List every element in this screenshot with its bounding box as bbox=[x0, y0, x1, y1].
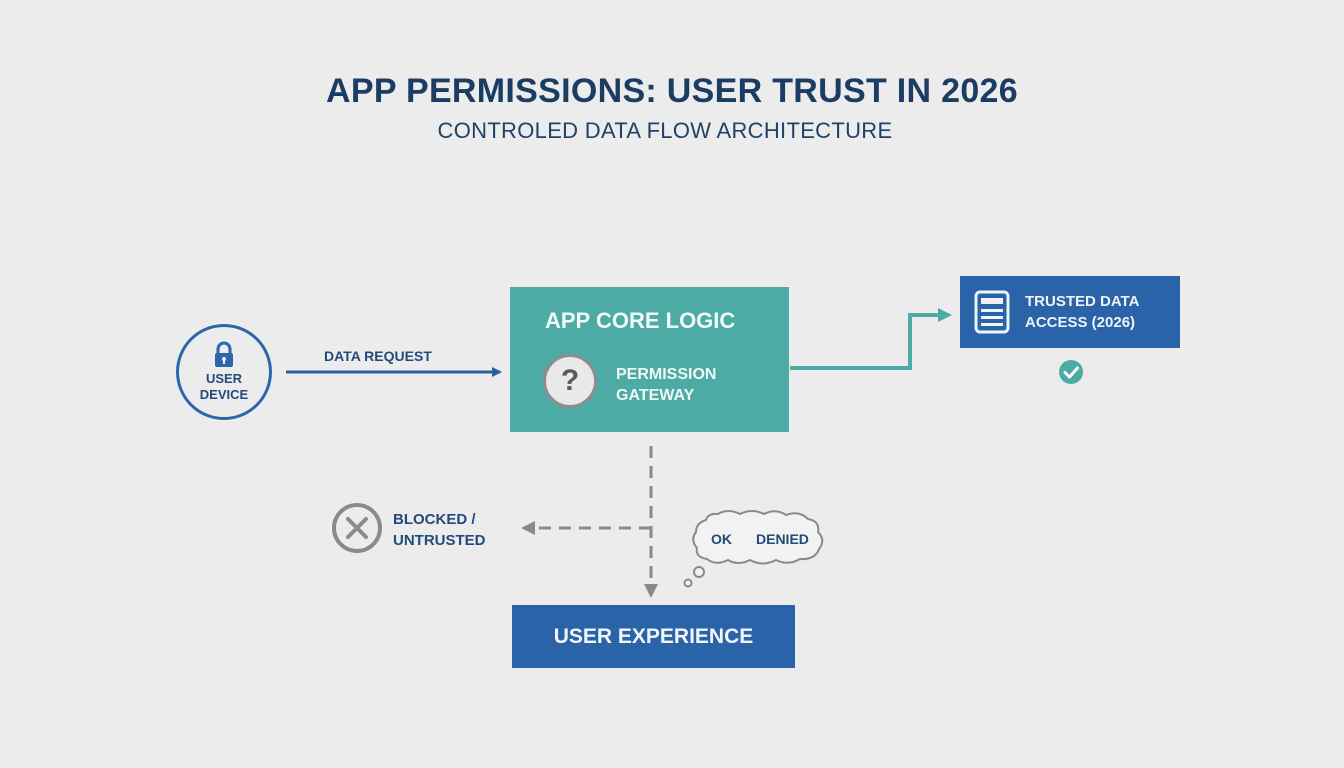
permission-gateway-line2: GATEWAY bbox=[616, 387, 695, 404]
blocked-untrusted-line1: BLOCKED / bbox=[393, 511, 476, 528]
diagram-subtitle: CONTROLED DATA FLOW ARCHITECTURE bbox=[437, 118, 893, 143]
thought-bubble bbox=[683, 510, 824, 588]
trusted-data-access-line2: ACCESS (2026) bbox=[1025, 314, 1136, 331]
user-device-label-line1: USER bbox=[205, 371, 243, 386]
check-circle-icon bbox=[1059, 360, 1083, 384]
blocked-untrusted-line2: UNTRUSTED bbox=[393, 532, 486, 549]
app-core-logic-title: APP CORE LOGIC bbox=[545, 308, 736, 333]
user-device-label: USER DEVICE bbox=[176, 371, 272, 403]
permission-gateway-label: PERMISSION GATEWAY bbox=[616, 364, 716, 406]
lock-icon bbox=[215, 341, 233, 367]
thought-ok-label: OK bbox=[711, 531, 732, 547]
user-device-node bbox=[176, 324, 272, 420]
question-icon: ? bbox=[543, 354, 597, 408]
diagram-title: APP PERMISSIONS: USER TRUST IN 2026 bbox=[326, 72, 1018, 110]
permission-gateway-line1: PERMISSION bbox=[616, 366, 717, 383]
blocked-untrusted-label: BLOCKED / UNTRUSTED bbox=[393, 509, 486, 551]
data-request-label: DATA REQUEST bbox=[324, 348, 432, 364]
trusted-data-access-line1: TRUSTED DATA bbox=[1025, 293, 1140, 310]
thought-denied-label: DENIED bbox=[756, 531, 809, 547]
trusted-data-access-box bbox=[960, 276, 1180, 348]
trusted-data-access-label: TRUSTED DATA ACCESS (2026) bbox=[1025, 291, 1139, 333]
x-circle-icon bbox=[332, 503, 382, 553]
trusted-access-arrow bbox=[790, 308, 952, 370]
user-experience-box: USER EXPERIENCE bbox=[512, 605, 795, 668]
user-device-label-line2: DEVICE bbox=[199, 387, 249, 402]
document-icon bbox=[974, 290, 1010, 334]
